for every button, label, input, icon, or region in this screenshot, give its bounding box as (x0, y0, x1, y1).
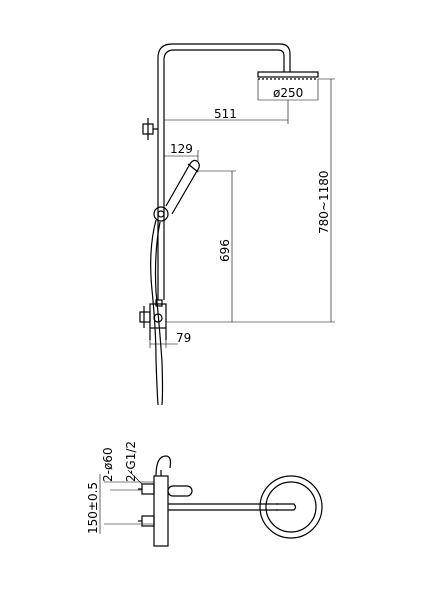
dim-outlet-offset: 79 (176, 331, 191, 345)
dim-inlet-spacing: 150±0.5 (86, 482, 100, 534)
dim-handheld-offset: 129 (170, 142, 193, 156)
dim-outlet-diameter: 2-ø60 (101, 447, 115, 482)
dim-head-diameter: ø250 (273, 86, 303, 100)
front-dimension-lines (99, 469, 154, 534)
side-dimension-lines (149, 78, 335, 348)
slider-knob (153, 206, 169, 222)
dim-arm-reach: 511 (214, 107, 237, 121)
side-elevation (139, 43, 319, 406)
horizontal-outlet (167, 485, 193, 497)
riser-pipe (157, 43, 291, 300)
mixer-column (153, 475, 169, 547)
dim-thread-size: 2-G1/2 (124, 441, 138, 482)
dim-handheld-height: 696 (218, 239, 232, 262)
shower-head-front (259, 475, 323, 539)
dim-total-height: 780~1180 (317, 171, 331, 235)
shower-head (257, 71, 319, 78)
front-view (138, 455, 323, 547)
wall-bracket-bottom (139, 311, 151, 323)
hose (150, 219, 159, 406)
